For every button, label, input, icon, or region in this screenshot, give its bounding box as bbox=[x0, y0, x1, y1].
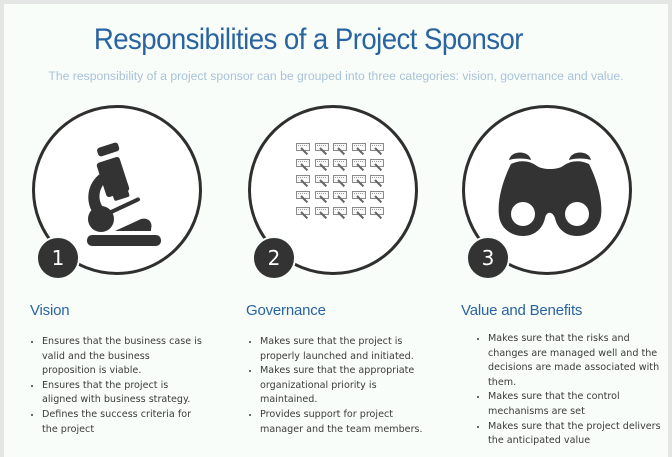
list-item: Ensures that the business case is valid … bbox=[42, 335, 206, 379]
edit-icon bbox=[333, 191, 348, 204]
edit-icon bbox=[314, 191, 330, 204]
edit-icon bbox=[370, 159, 385, 172]
list-item: Provides support for project manager and… bbox=[260, 408, 434, 437]
infographic-page: Responsibilities of a Project Sponsor Th… bbox=[4, 4, 668, 457]
vision-heading: Vision bbox=[30, 302, 70, 319]
edit-icon bbox=[296, 191, 311, 204]
edit-icon bbox=[314, 159, 330, 172]
list-item: Makes sure that the risks and changes ar… bbox=[488, 332, 666, 390]
microscope-icon bbox=[87, 142, 161, 246]
edit-icon bbox=[333, 207, 348, 220]
edit-icon bbox=[296, 143, 311, 156]
edit-icon bbox=[370, 207, 385, 220]
list-item: Makes sure that the appropriate organiza… bbox=[260, 364, 434, 408]
list-item: Makes sure that the control mechanisms a… bbox=[488, 390, 666, 419]
edit-icon bbox=[370, 175, 385, 188]
governance-heading: Governance bbox=[246, 302, 326, 319]
value-bullet-list: Makes sure that the risks and changes ar… bbox=[474, 332, 666, 449]
edit-icon bbox=[314, 143, 330, 156]
list-item: Defines the success criteria for the pro… bbox=[42, 408, 206, 437]
edit-icon bbox=[296, 159, 311, 172]
edit-grid-icon bbox=[296, 143, 387, 220]
edit-icon bbox=[333, 175, 348, 188]
edit-icon bbox=[370, 143, 385, 156]
edit-icon bbox=[314, 207, 330, 220]
vision-bullet-list: Ensures that the business case is valid … bbox=[28, 335, 206, 437]
list-item: Makes sure that the project is properly … bbox=[260, 335, 434, 364]
value-heading: Value and Benefits bbox=[461, 302, 583, 319]
edit-icon bbox=[296, 175, 311, 188]
edit-icon bbox=[314, 175, 330, 188]
edit-icon bbox=[351, 191, 367, 204]
edit-icon bbox=[333, 159, 348, 172]
edit-icon bbox=[351, 159, 367, 172]
step-badge-2: 2 bbox=[252, 236, 296, 280]
binoculars-icon bbox=[498, 152, 602, 236]
edit-icon bbox=[351, 143, 367, 156]
edit-icon bbox=[351, 175, 367, 188]
step-badge-1: 1 bbox=[36, 236, 80, 280]
list-item: Makes sure that the project delivers the… bbox=[488, 420, 666, 449]
edit-icon bbox=[370, 191, 385, 204]
page-title: Responsibilities of a Project Sponsor bbox=[93, 23, 524, 56]
governance-bullet-list: Makes sure that the project is properly … bbox=[246, 335, 434, 437]
list-item: Ensures that the project is aligned with… bbox=[42, 379, 206, 408]
step-badge-3: 3 bbox=[466, 236, 510, 280]
edit-icon bbox=[296, 207, 311, 220]
edit-icon bbox=[333, 143, 348, 156]
page-subtitle: The responsibility of a project sponsor … bbox=[48, 69, 624, 83]
edit-icon bbox=[351, 207, 367, 220]
